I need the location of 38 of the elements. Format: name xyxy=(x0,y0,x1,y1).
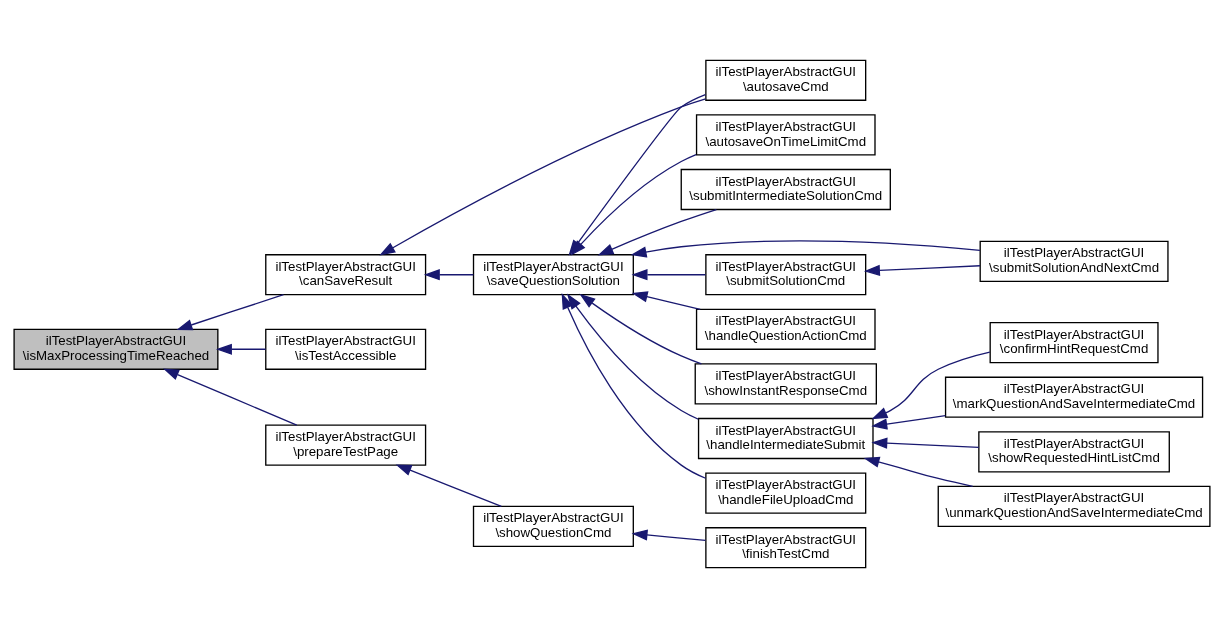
node-box: ilTestPlayerAbstractGUI \autosaveOnTimeLimitCmd xyxy=(695,113,876,156)
node-box: ilTestPlayerAbstractGUI \submitSolutionCmd xyxy=(705,253,867,295)
arrow xyxy=(871,350,991,419)
arrow xyxy=(863,456,974,487)
arrow xyxy=(631,290,701,310)
node-box: ilTestPlayerAbstractGUI \saveQuestionSolution xyxy=(472,253,634,295)
arrow xyxy=(561,292,707,479)
node-box: ilTestPlayerAbstractGUI \showQuestionCmd xyxy=(472,505,634,547)
arrow xyxy=(215,343,267,355)
node-box: ilTestPlayerAbstractGUI \isTestAccessible xyxy=(265,328,427,370)
arrow xyxy=(395,463,503,507)
node-box: ilTestPlayerAbstractGUI \confirmHintRequestCmd xyxy=(989,321,1159,363)
arrow xyxy=(631,528,707,541)
node-box: ilTestPlayerAbstractGUI \autosaveCmd xyxy=(705,59,867,101)
node-box: ilTestPlayerAbstractGUI \submitSolutionAndNextCmd xyxy=(979,240,1169,282)
node-box: ilTestPlayerAbstractGUI \finishTestCmd xyxy=(705,526,867,568)
node-box: ilTestPlayerAbstractGUI \showRequestedHintListCmd xyxy=(978,430,1170,472)
node-box: ilTestPlayerAbstractGUI \prepareTestPage xyxy=(265,424,427,466)
arrow xyxy=(176,293,285,330)
node-box: ilTestPlayerAbstractGUI \canSaveResult xyxy=(265,253,427,295)
arrow xyxy=(871,414,947,430)
node-box: ilTestPlayerAbstractGUI \isMaxProcessingTimeReached xyxy=(13,328,219,370)
arrow xyxy=(871,437,980,449)
arrow xyxy=(631,268,707,280)
arrow xyxy=(163,368,298,426)
node-box: ilTestPlayerAbstractGUI \submitIntermediateSolutionCmd xyxy=(680,168,891,210)
arrow xyxy=(423,268,475,280)
node-box: ilTestPlayerAbstractGUI \handleFileUploadCmd xyxy=(705,471,867,514)
arrow xyxy=(630,239,981,258)
arrow xyxy=(597,208,718,255)
node-box: ilTestPlayerAbstractGUI \unmarkQuestionAndSaveIntermediateCmd xyxy=(937,485,1211,527)
arrow xyxy=(579,293,703,364)
node-box: ilTestPlayerAbstractGUI \showInstantResponseCmd xyxy=(694,362,877,405)
arrow xyxy=(863,264,981,276)
node-box: ilTestPlayerAbstractGUI \handleQuestionActionCmd xyxy=(695,308,876,350)
node-box: ilTestPlayerAbstractGUI \markQuestionAndSaveIntermediateCmd xyxy=(944,376,1204,418)
arrow xyxy=(566,292,700,420)
node-box: ilTestPlayerAbstractGUI \handleIntermediateSubmit xyxy=(697,417,874,459)
